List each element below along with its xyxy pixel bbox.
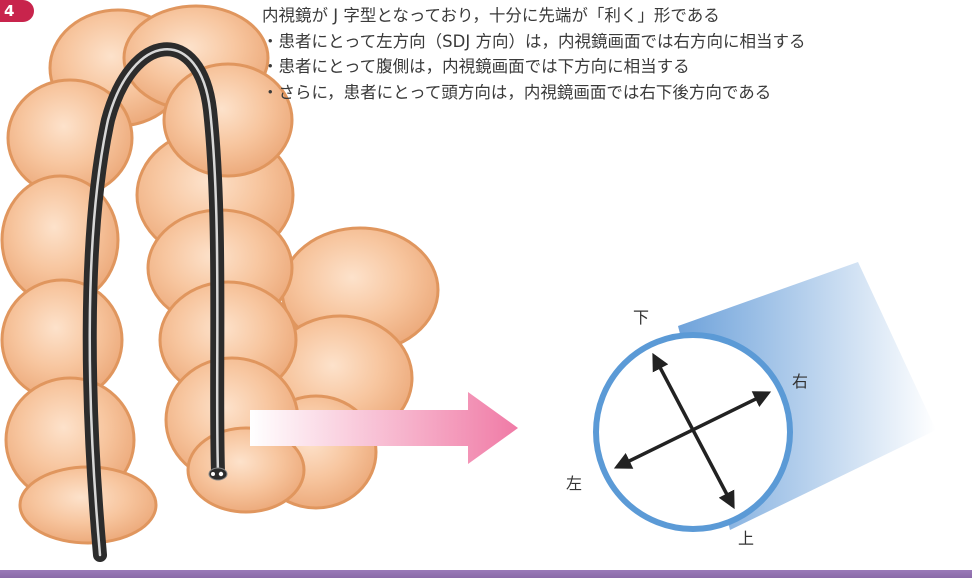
direction-label-up: 上 bbox=[738, 531, 754, 547]
figure-caption: 内視鏡が J 字型となっており，十分に先端が「利く」形である ・患者にとって左方… bbox=[262, 3, 967, 105]
caption-heading: 内視鏡が J 字型となっており，十分に先端が「利く」形である bbox=[262, 3, 967, 29]
caption-bullet: ・患者にとって腹側は，内視鏡画面では下方向に相当する bbox=[262, 54, 967, 80]
figure-number-badge: 4 bbox=[0, 0, 34, 22]
endoscope-tip bbox=[209, 468, 227, 480]
direction-label-left: 左 bbox=[566, 476, 582, 492]
direction-label-down: 下 bbox=[633, 310, 649, 326]
direction-label-right: 右 bbox=[792, 374, 808, 390]
caption-bullet: ・さらに，患者にとって頭方向は，内視鏡画面では右下後方向である bbox=[262, 80, 967, 106]
caption-bullet: ・患者にとって左方向（SDJ 方向）は，内視鏡画面では右方向に相当する bbox=[262, 29, 967, 55]
bottom-rule bbox=[0, 570, 972, 578]
